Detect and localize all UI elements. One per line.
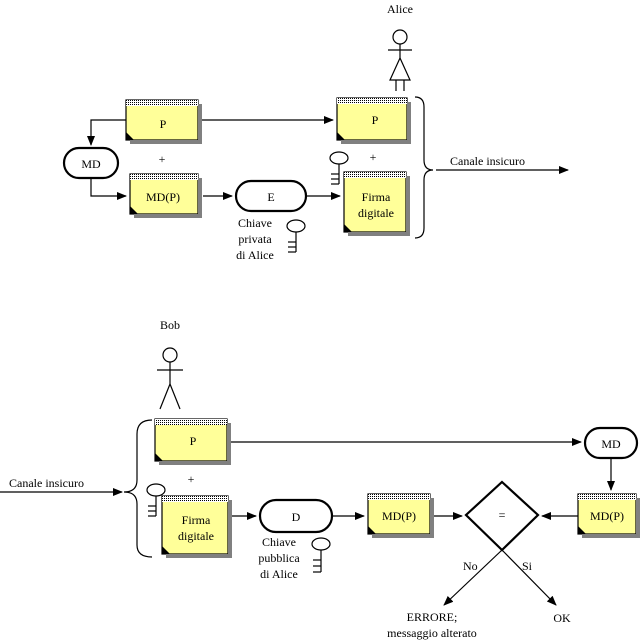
bob-figure-icon xyxy=(157,347,183,410)
plus-sign: + xyxy=(159,152,166,166)
signature-note-bottom: Firma digitale xyxy=(161,495,232,558)
digest-bottom-left-label: MD(P) xyxy=(382,509,416,523)
public-key-line2: pubblica xyxy=(258,551,300,565)
bob-label: Bob xyxy=(160,318,180,332)
brace-bottom xyxy=(123,419,153,558)
signature-key-icon-top xyxy=(329,151,349,185)
alice-label: Alice xyxy=(387,2,413,16)
signature-note-top: Firma digitale xyxy=(343,171,410,236)
plaintext-label-right: P xyxy=(372,113,379,127)
compare-label: = xyxy=(499,508,506,522)
decrypt-label: D xyxy=(292,510,301,524)
md-label: MD xyxy=(81,157,101,171)
plus-sign-bottom: + xyxy=(188,472,195,486)
md-bottom-label: MD xyxy=(601,437,621,451)
plaintext-note-top-right: P xyxy=(336,97,411,144)
error-line2: messaggio alterato xyxy=(387,626,477,640)
digest-note-bottom-left: MD(P) xyxy=(367,493,434,538)
alice-figure-icon xyxy=(388,29,412,91)
plaintext-label: P xyxy=(160,117,167,131)
plaintext-label-bottom: P xyxy=(190,434,197,448)
channel-label-bottom: Canale insicuro xyxy=(9,476,84,490)
md-hash-box-bottom: MD xyxy=(583,426,639,460)
digest-bottom-right-label: MD(P) xyxy=(590,509,624,523)
digest-label: MD(P) xyxy=(146,190,180,204)
no-label: No xyxy=(463,559,478,573)
public-key-line3: di Alice xyxy=(260,567,298,581)
channel-label-top: Canale insicuro xyxy=(450,154,525,168)
private-key-line3: di Alice xyxy=(236,248,274,262)
encrypt-label: E xyxy=(267,190,274,204)
digest-note-top-left: MD(P) xyxy=(129,173,202,218)
public-key-icon xyxy=(311,537,331,573)
signature-line2: digitale xyxy=(358,206,394,220)
bottom-arrows xyxy=(0,438,615,606)
private-key-line1: Chiave xyxy=(238,216,272,230)
signature-bottom-line2: digitale xyxy=(178,529,214,543)
signature-key-icon-bottom xyxy=(146,483,166,517)
md-hash-box: MD xyxy=(62,146,120,180)
plaintext-note-top-left: P xyxy=(125,99,202,144)
yes-label: Si xyxy=(522,559,533,573)
plaintext-note-bottom: P xyxy=(154,418,231,465)
plus-sign-right: + xyxy=(370,150,377,164)
digest-note-bottom-right: MD(P) xyxy=(577,493,640,538)
decrypt-box: D xyxy=(258,498,334,534)
signature-bottom-line1: Firma xyxy=(182,513,211,527)
compare-diamond: = xyxy=(464,480,540,552)
ok-label: OK xyxy=(553,611,571,625)
encrypt-box: E xyxy=(234,179,308,213)
brace-top xyxy=(414,96,434,239)
public-key-line1: Chiave xyxy=(262,535,296,549)
private-key-line2: privata xyxy=(238,232,272,246)
private-key-icon xyxy=(286,219,306,253)
error-line1: ERRORE; xyxy=(407,610,458,624)
signature-line1: Firma xyxy=(362,190,391,204)
top-arrows xyxy=(87,116,569,200)
